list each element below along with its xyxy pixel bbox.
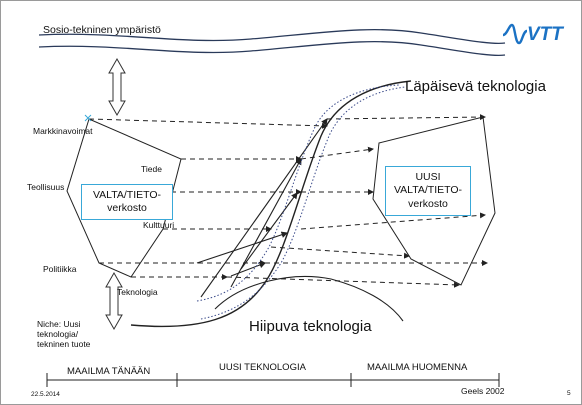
fading-technology-curve [214,276,404,322]
vtt-logo-text: VTT [527,24,563,45]
vtt-logo: VTT [501,19,573,47]
double-arrow-lower [105,271,123,331]
cyan-marker [84,114,92,122]
environment-label: Sosio-tekninen ympäristö [43,24,161,36]
right-network-box: UUSI VALTA/TIETO- verkosto [385,166,471,216]
node-industry: Teollisuus [27,182,65,192]
right-box-line-1: UUSI [415,171,441,184]
left-network-box: VALTA/TIETO- verkosto [81,184,173,220]
timeline-tomorrow: MAAILMA HUOMENNA [367,362,468,373]
left-box-line-1: VALTA/TIETO- [92,188,162,201]
timeline-new-technology: UUSI TEKNOLOGIA [219,362,306,373]
niche-line-1: Niche: Uusi [37,319,81,329]
niche-text: Niche: Uusi teknologia/ tekninen tuote [37,319,90,350]
node-science: Tiede [141,164,162,174]
fading-technology-heading: Hiipuva teknologia [249,318,372,335]
solid-transition-arrows [196,118,328,298]
dashed-arrows-left [88,118,328,280]
s-curve-main [130,80,412,328]
environment-wave-band [38,28,506,57]
footer-source: Geels 2002 [461,386,505,396]
penetrating-technology-heading: Läpäisevä teknologia [405,78,546,95]
node-politics: Politiikka [43,264,77,274]
double-arrow-upper [108,57,126,117]
s-curve-dotted [196,84,406,320]
footer-date: 22.5.2014 [31,391,60,398]
left-box-line-2: verkosto [107,202,147,214]
niche-line-3: tekninen tuote [37,339,91,350]
timeline-axis [46,373,500,387]
node-culture: Kulttuuri [143,220,175,230]
niche-line-2: teknologia/ [37,329,79,340]
node-technology: Teknologia [117,287,158,297]
vtt-wave-icon [502,23,528,45]
right-box-line-2: VALTA/TIETO- [393,184,463,197]
node-market-forces: Markkinavoimat [33,126,93,136]
footer-page-number: 5 [567,390,571,397]
right-box-line-3: verkosto [408,197,448,210]
timeline-today: MAAILMA TÄNÄÄN [67,366,151,377]
